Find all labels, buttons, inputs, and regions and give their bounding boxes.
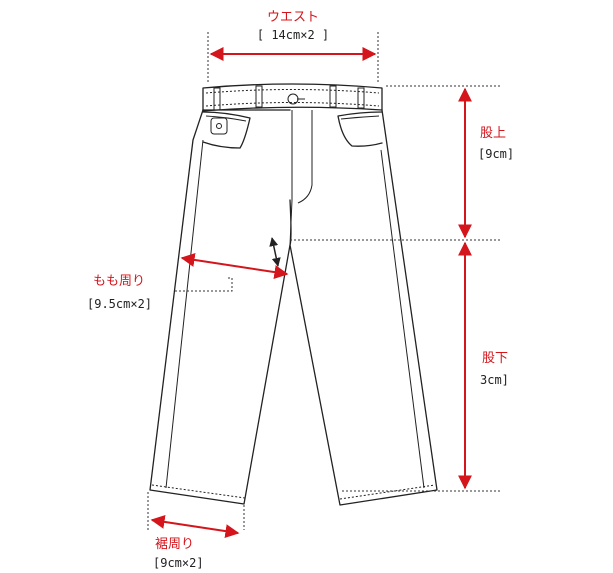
measure-arrows: [150, 47, 472, 539]
thigh-value: [9.5cm×2]: [87, 297, 152, 311]
thigh-arrow: [180, 252, 289, 280]
thigh-label: もも周り: [93, 274, 145, 289]
guide-lines: [147, 32, 502, 530]
hem-arrow: [150, 514, 240, 539]
inseam-label: 股下: [482, 351, 508, 366]
hem-value: [9cm×2]: [153, 556, 204, 570]
thigh-width-arrow: [269, 237, 281, 267]
labels: ウエスト [ 14cm×2 ] 股上 [9cm] もも周り [9.5cm×2] …: [87, 10, 514, 570]
waist-value: [ 14cm×2 ]: [257, 28, 329, 42]
waist-label: ウエスト: [267, 10, 319, 25]
inseam-value: 3cm]: [480, 373, 509, 387]
pants-illustration: [149, 83, 438, 506]
rise-value: [9cm]: [478, 147, 514, 161]
hem-label: 裾周り: [155, 537, 194, 552]
rise-label: 股上: [480, 126, 506, 141]
